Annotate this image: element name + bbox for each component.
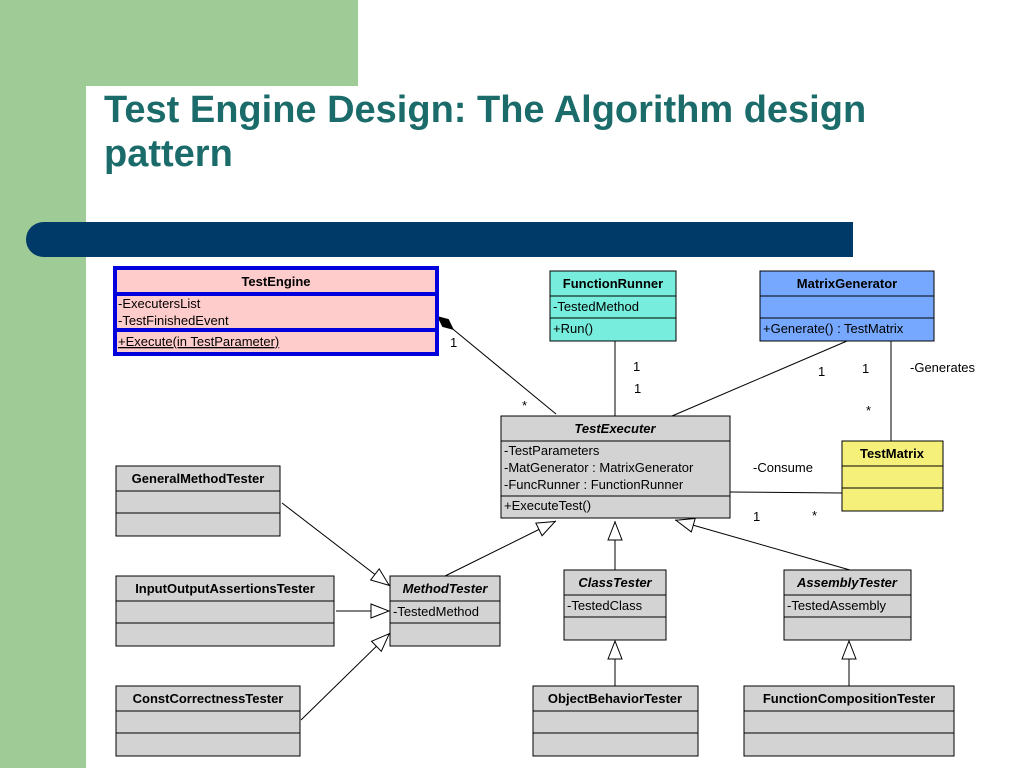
- class-test-matrix[interactable]: TestMatrix: [841, 440, 944, 512]
- mult-consume-right: *: [812, 508, 817, 523]
- attribute: -TestedClass: [567, 598, 643, 613]
- class-object-behavior-tester[interactable]: ObjectBehaviorTester: [532, 685, 699, 757]
- assoc-consume-label: -Consume: [753, 460, 813, 475]
- attribute: -TestedMethod: [393, 604, 479, 619]
- attribute: -TestParameters: [504, 443, 600, 458]
- mult-consume-left: 1: [753, 509, 760, 524]
- mult-matrix-top: *: [866, 403, 871, 418]
- class-name: TestExecuter: [574, 421, 656, 436]
- class-test-executer[interactable]: TestExecuter -TestParameters -MatGenerat…: [500, 415, 731, 519]
- mult-engine-executer-end: *: [522, 398, 527, 413]
- top-band: [86, 0, 358, 86]
- general-methodtester-inheritance: [281, 502, 391, 587]
- attribute: -MatGenerator : MatrixGenerator: [504, 460, 694, 475]
- class-input-output-assertions-tester[interactable]: InputOutputAssertionsTester: [115, 575, 335, 647]
- mult-runner-bottom: 1: [634, 381, 641, 396]
- class-const-correctness-tester[interactable]: ConstCorrectnessTester: [115, 685, 301, 757]
- class-class-tester[interactable]: ClassTester -TestedClass: [563, 569, 667, 641]
- methodtester-executer-inheritance: [444, 520, 556, 577]
- operation: +ExecuteTest(): [504, 498, 591, 513]
- operation: +Execute(in TestParameter): [118, 334, 279, 349]
- sidebar-band: [0, 0, 86, 768]
- class-name: FunctionRunner: [563, 276, 663, 291]
- mult-engine-end: 1: [450, 335, 457, 350]
- engine-executer-composition: [436, 315, 557, 415]
- attribute: -TestedAssembly: [787, 598, 886, 613]
- assoc-generates-label: -Generates: [910, 360, 976, 375]
- operation: +Run(): [553, 321, 593, 336]
- attribute: -TestedMethod: [553, 299, 639, 314]
- class-name: FunctionCompositionTester: [763, 691, 935, 706]
- class-name: ObjectBehaviorTester: [548, 691, 682, 706]
- assemblytester-executer-inheritance: [675, 520, 851, 571]
- class-method-tester[interactable]: MethodTester -TestedMethod: [389, 575, 501, 647]
- mult-runner-top: 1: [633, 359, 640, 374]
- slide-title: Test Engine Design: The Algorithm design…: [104, 89, 867, 175]
- class-name: GeneralMethodTester: [132, 471, 265, 486]
- class-function-composition-tester[interactable]: FunctionCompositionTester: [743, 685, 955, 757]
- class-test-engine[interactable]: TestEngine -ExecutersList -TestFinishedE…: [113, 266, 439, 356]
- class-name: InputOutputAssertionsTester: [135, 581, 315, 596]
- attribute: -FuncRunner : FunctionRunner: [504, 477, 684, 492]
- attribute: -ExecutersList: [118, 296, 201, 311]
- class-name: TestEngine: [241, 274, 310, 289]
- multiplicity-labels: 1 * 1 1 1 1 -Generates * 1 -Consume 1 *: [450, 335, 976, 524]
- class-assembly-tester[interactable]: AssemblyTester -TestedAssembly: [783, 569, 912, 641]
- class-name: TestMatrix: [860, 446, 925, 461]
- class-name: ConstCorrectnessTester: [133, 691, 284, 706]
- class-name: AssemblyTester: [796, 575, 898, 590]
- class-name: ClassTester: [578, 575, 652, 590]
- constcorrectness-methodtester-inheritance: [300, 632, 391, 721]
- executer-matrix-association: [729, 491, 843, 494]
- header-bar: [26, 222, 853, 257]
- connectors: [281, 315, 892, 721]
- class-function-runner[interactable]: FunctionRunner -TestedMethod +Run(): [549, 270, 677, 342]
- generator-executer-composition: [651, 340, 848, 425]
- mult-generator-left: 1: [818, 364, 825, 379]
- mult-generator-right: 1: [862, 361, 869, 376]
- class-matrix-generator[interactable]: MatrixGenerator +Generate() : TestMatrix: [759, 270, 935, 342]
- class-name: MatrixGenerator: [797, 276, 897, 291]
- class-general-method-tester[interactable]: GeneralMethodTester: [115, 465, 281, 537]
- class-name: MethodTester: [403, 581, 489, 596]
- operation: +Generate() : TestMatrix: [763, 321, 904, 336]
- attribute: -TestFinishedEvent: [118, 313, 229, 328]
